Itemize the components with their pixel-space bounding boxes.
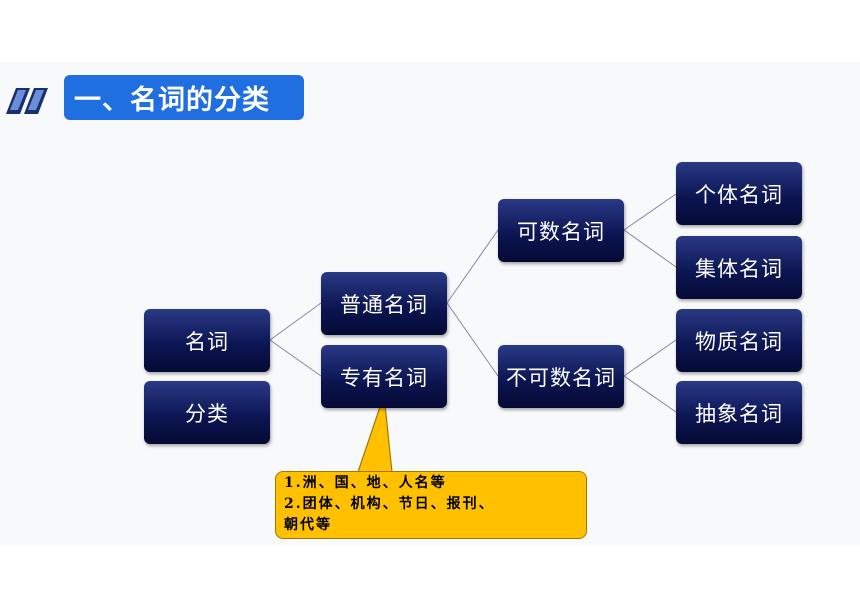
proper-noun-callout: 1.洲、国、地、人名等 2.团体、机构、节日、报刊、 朝代等 xyxy=(275,471,587,539)
connector-uncountable-material xyxy=(623,339,677,377)
node-noun: 名词 xyxy=(144,309,270,372)
connector-root-common xyxy=(269,302,322,341)
node-individual-noun: 个体名词 xyxy=(676,162,802,225)
callout-line-3: 朝代等 xyxy=(284,517,332,533)
double-slash-icon xyxy=(6,88,48,114)
node-classify: 分类 xyxy=(144,381,270,444)
callout-line-2: 2.团体、机构、节日、报刊、 xyxy=(284,496,495,512)
node-countable-noun: 可数名词 xyxy=(498,199,624,262)
connector-common-uncountable xyxy=(446,302,499,377)
page-title: 一、名词的分类 xyxy=(64,75,304,120)
node-proper-noun: 专有名词 xyxy=(321,345,447,408)
connector-uncountable-abstract xyxy=(623,375,677,413)
node-collective-noun: 集体名词 xyxy=(676,236,802,299)
connector-countable-individual xyxy=(623,193,677,231)
callout-line-1: 1.洲、国、地、人名等 xyxy=(284,475,447,491)
connector-countable-collective xyxy=(623,229,677,268)
node-uncountable-noun: 不可数名词 xyxy=(498,345,624,408)
connector-common-countable xyxy=(446,229,499,304)
node-material-noun: 物质名词 xyxy=(676,309,802,372)
connector-root-proper xyxy=(269,339,322,377)
node-common-noun: 普通名词 xyxy=(321,272,447,335)
node-abstract-noun: 抽象名词 xyxy=(676,381,802,444)
